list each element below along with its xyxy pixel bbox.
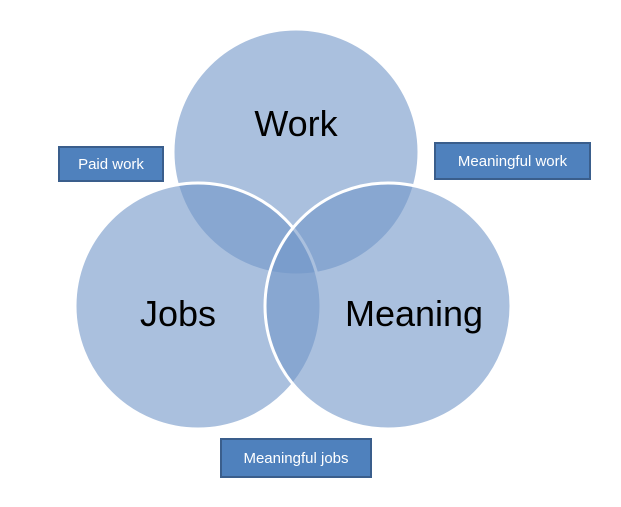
meaningful-work-callout: Meaningful work: [434, 142, 591, 180]
circles-group: [73, 27, 513, 431]
meaning-circle: [263, 181, 513, 431]
meaning-label: Meaning: [345, 293, 483, 334]
work-label: Work: [254, 103, 338, 144]
paid-work-callout: Paid work: [58, 146, 164, 182]
jobs-label: Jobs: [140, 293, 216, 334]
meaningful-jobs-callout: Meaningful jobs: [220, 438, 372, 478]
